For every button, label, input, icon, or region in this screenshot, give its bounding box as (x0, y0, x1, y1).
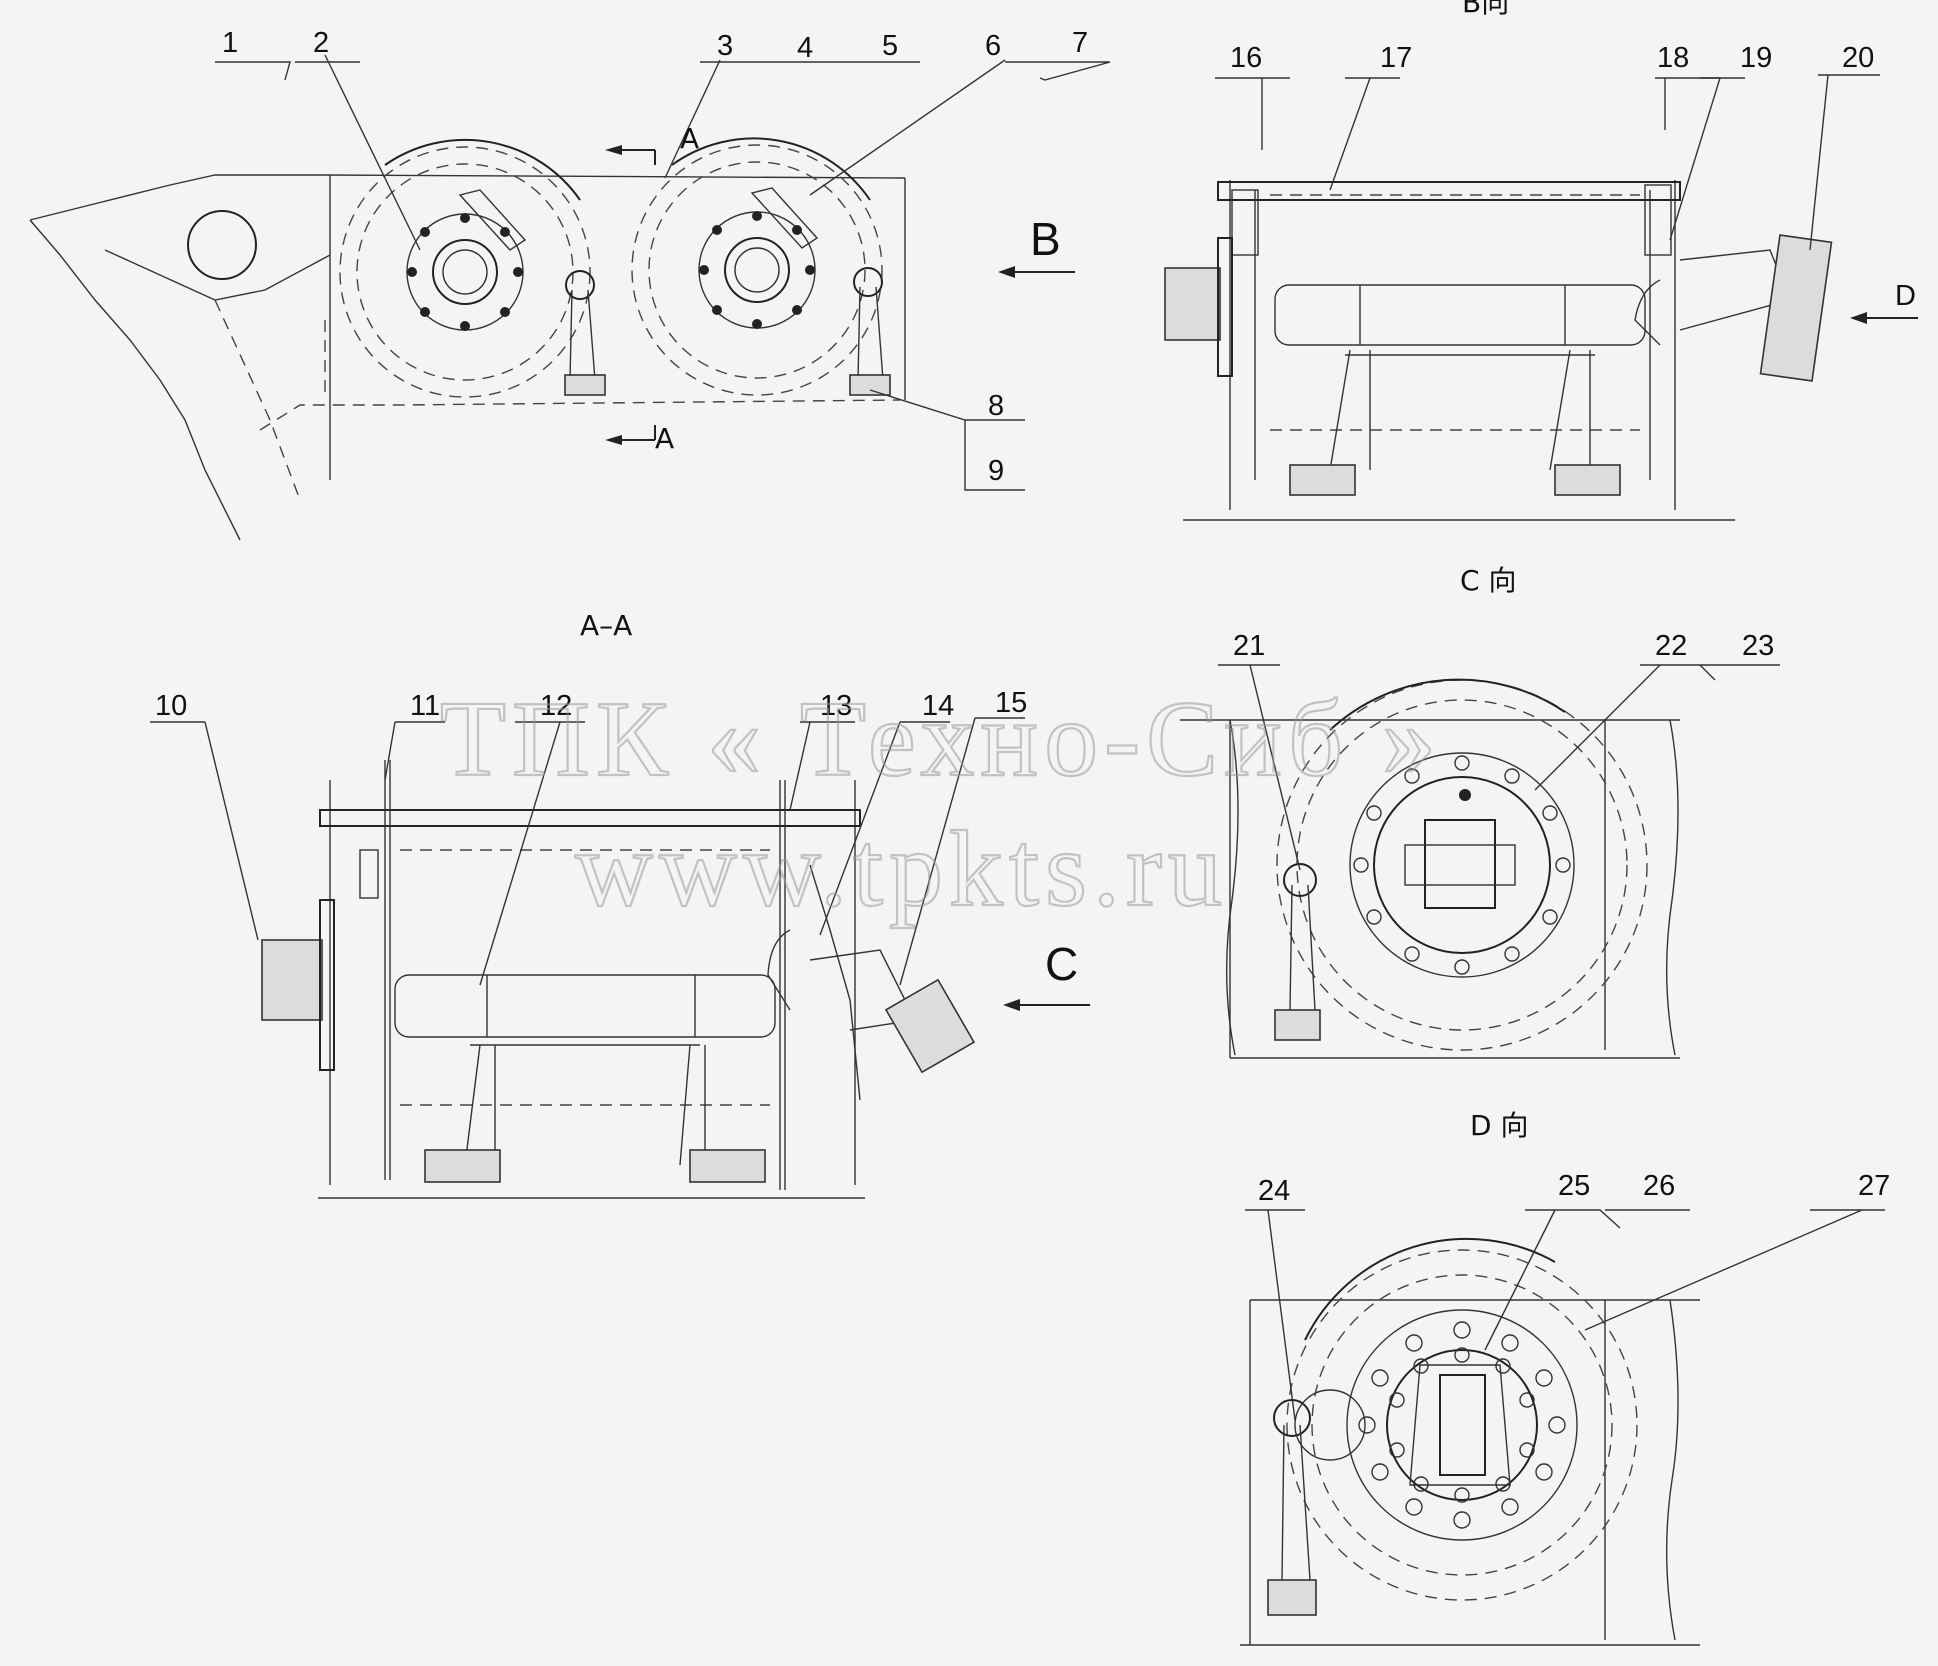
view-c-title: C 向 (1460, 564, 1516, 597)
section-aa: A–A 10 11 12 13 14 15 C (150, 609, 1090, 1199)
callout-13: 13 (820, 690, 852, 722)
section-marker-a-top: A (680, 122, 699, 155)
view-arrow-d: D (1895, 280, 1916, 312)
callout-16: 16 (1230, 42, 1262, 74)
callout-26: 26 (1643, 1170, 1675, 1202)
callout-18: 18 (1657, 42, 1689, 74)
view-b: B向 16 17 18 19 20 D (1164, 0, 1918, 521)
callout-19: 19 (1740, 42, 1772, 74)
view-arrow-c: C (1045, 938, 1078, 990)
callout-20: 20 (1842, 42, 1874, 74)
callout-27: 27 (1858, 1170, 1890, 1202)
callout-25: 25 (1558, 1170, 1590, 1202)
callout-3: 3 (717, 30, 733, 62)
callout-10: 10 (155, 690, 187, 722)
view-d: D 向 24 25 26 27 (1240, 1109, 1890, 1646)
callout-14: 14 (922, 690, 954, 722)
watermark-company: ТПК « Техно-Сиб » (440, 680, 1442, 799)
callout-11: 11 (410, 690, 440, 722)
callout-6: 6 (985, 30, 1001, 62)
section-marker-a-bottom: A (655, 422, 674, 455)
callout-12: 12 (540, 690, 572, 722)
callout-15: 15 (995, 687, 1027, 719)
callout-21: 21 (1233, 630, 1265, 662)
view-arrow-b: B (1030, 213, 1061, 265)
callout-8: 8 (988, 390, 1004, 422)
watermark-url: www.tpkts.ru (575, 810, 1228, 929)
callout-24: 24 (1258, 1175, 1290, 1207)
callout-5: 5 (882, 30, 898, 62)
callout-4: 4 (797, 32, 813, 64)
view-c: C 向 21 22 23 (1180, 564, 1780, 1059)
view-d-title: D 向 (1470, 1109, 1528, 1142)
callout-1: 1 (222, 27, 238, 59)
callout-7: 7 (1072, 27, 1088, 59)
callout-23: 23 (1742, 630, 1774, 662)
section-aa-title: A–A (580, 609, 632, 642)
callout-2: 2 (313, 27, 329, 59)
callout-9: 9 (988, 455, 1004, 487)
top-view: 1 2 3 4 5 6 7 8 9 A A B (29, 27, 1111, 541)
view-b-title: B向 (1462, 0, 1509, 19)
callout-17: 17 (1380, 42, 1412, 74)
callout-22: 22 (1655, 630, 1687, 662)
